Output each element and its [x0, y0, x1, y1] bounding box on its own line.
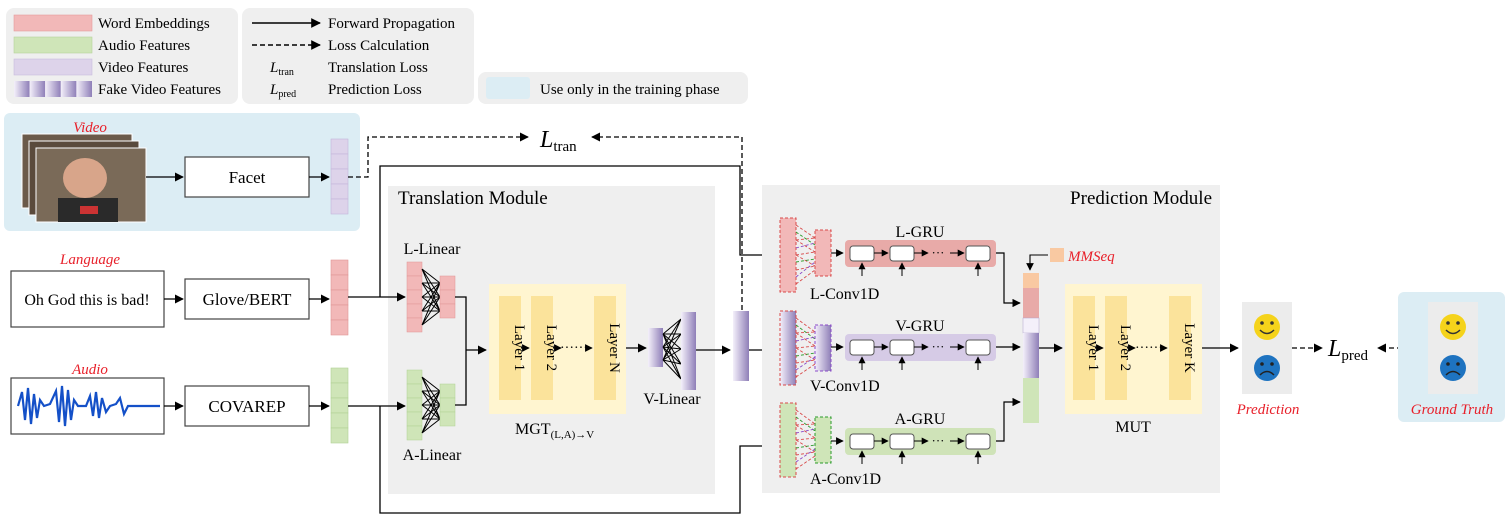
- mut-layer-k-label: Layer K: [1181, 323, 1197, 373]
- mmseq-pointer-arrow: [1026, 254, 1048, 271]
- word-feature-column: [330, 259, 349, 336]
- video-label: Video: [73, 120, 107, 136]
- legend-prediction-loss: Prediction Loss: [328, 82, 422, 98]
- l-gru-label: L-GRU: [896, 224, 945, 241]
- audio-features-swatch: [13, 36, 93, 54]
- v-gru-dots: ···: [932, 339, 945, 354]
- legend-fake-video-features: Fake Video Features: [98, 82, 221, 98]
- a-gru-label: A-GRU: [895, 411, 946, 428]
- legend-l-tran-symbol: Ltran: [269, 60, 294, 78]
- l-gru-cells: [849, 245, 991, 276]
- mgt-dots: ······: [560, 341, 588, 356]
- a-conv1d-block: [779, 402, 832, 478]
- l-conv1d-block: [779, 217, 832, 293]
- video-features-swatch: [13, 58, 93, 76]
- legend-training-only: Use only in the training phase: [540, 82, 720, 98]
- fake-video-feature-column: [733, 311, 749, 381]
- facet-label: Facet: [229, 168, 266, 187]
- loss-tran-label: Ltran: [539, 127, 577, 155]
- training-phase-swatch: [486, 77, 530, 99]
- ground-truth-sad-icon: [1440, 355, 1466, 381]
- language-text: Oh God this is bad!: [24, 292, 149, 309]
- a-gru-dots: ···: [932, 433, 945, 448]
- mgt-layer-1-block: [499, 296, 521, 400]
- a-gru-cells: [849, 433, 991, 464]
- mmseq-label: MMSeq: [1067, 249, 1115, 265]
- prediction-module-title: Prediction Module: [1070, 188, 1212, 209]
- v-gru-label: V-GRU: [895, 318, 945, 335]
- mut-label: MUT: [1115, 419, 1151, 436]
- prediction-label: Prediction: [1236, 402, 1300, 418]
- language-text-box: [10, 270, 165, 328]
- v-conv1d-block: [779, 310, 832, 386]
- audio-waveform: [16, 385, 160, 427]
- mut-layer-1-block: [1073, 296, 1095, 400]
- mut-layer-2-label: Layer 2: [1117, 325, 1133, 371]
- mut-layer-2-block: [1105, 296, 1127, 400]
- fake-video-features-swatch: [14, 81, 92, 97]
- l-gru-dots: ···: [932, 245, 945, 260]
- l-conv1d-label: L-Conv1D: [810, 286, 879, 303]
- facet-box: [184, 156, 310, 198]
- legend-loss-calculation: Loss Calculation: [328, 38, 430, 54]
- language-label: Language: [59, 252, 120, 268]
- mgt-label: MGT(L,A)→V: [515, 421, 594, 441]
- v-conv1d-label: V-Conv1D: [810, 378, 880, 395]
- smile-icon: [1254, 314, 1280, 340]
- mmseq-column: [1022, 273, 1040, 423]
- mut-layer-1-label: Layer 1: [1085, 325, 1101, 371]
- audio-bypass-arrow: [379, 406, 778, 514]
- mgt-layer-2-block: [531, 296, 553, 400]
- legend-training-panel: [478, 72, 748, 104]
- linear-merge-to-mgt-arrow: [455, 296, 486, 406]
- covarep-label: COVAREP: [208, 397, 285, 416]
- legend-video-features: Video Features: [98, 60, 188, 76]
- sad-icon: [1254, 355, 1280, 381]
- l-linear-layer: [406, 261, 456, 333]
- legend-forward-propagation: Forward Propagation: [328, 16, 456, 32]
- mut-dots: ······: [1135, 341, 1163, 356]
- translation-module-title: Translation Module: [398, 188, 548, 209]
- mmseq-swatch: [1050, 248, 1064, 262]
- v-gru-cells: [849, 339, 991, 370]
- a-linear-layer: [406, 369, 456, 441]
- mgt-layer-n-block: [594, 296, 616, 400]
- legend-features-panel: [6, 8, 238, 104]
- mgt-layer-1-label: Layer 1: [511, 325, 527, 371]
- video-feature-column: [330, 138, 349, 215]
- l-gru-to-mmseq-arrow: [996, 252, 1021, 308]
- legend-l-pred-symbol: Lpred: [269, 82, 296, 100]
- word-bypass-arrow: [379, 165, 778, 297]
- mut-layer-k-block: [1169, 296, 1191, 400]
- a-gru-to-mmseq-arrow: [996, 397, 1021, 442]
- mgt-layer-n-label: Layer N: [606, 323, 622, 373]
- legend-lines-panel: [242, 8, 474, 104]
- ground-truth-label: Ground Truth: [1411, 402, 1493, 418]
- legend: Word Embeddings Audio Features Video Fea…: [6, 8, 748, 104]
- audio-feature-column: [330, 367, 349, 444]
- legend-translation-loss: Translation Loss: [328, 60, 428, 76]
- video-to-ltran-dashed: [348, 132, 529, 178]
- covarep-box: [184, 385, 310, 427]
- a-conv1d-label: A-Conv1D: [810, 471, 881, 488]
- word-embeddings-swatch: [13, 14, 93, 32]
- video-frames: [21, 133, 147, 223]
- loss-pred-label: Lpred: [1327, 336, 1369, 364]
- mgt-layer-2-label: Layer 2: [543, 325, 559, 371]
- l-linear-label: L-Linear: [404, 241, 462, 258]
- audio-label: Audio: [71, 362, 108, 378]
- v-linear-label: V-Linear: [643, 391, 701, 408]
- ground-truth-smile-icon: [1440, 314, 1466, 340]
- legend-audio-features: Audio Features: [98, 38, 190, 54]
- glove-bert-box: [184, 278, 310, 320]
- a-linear-label: A-Linear: [403, 447, 462, 464]
- v-linear-layer: [648, 312, 696, 390]
- legend-word-embeddings: Word Embeddings: [98, 16, 210, 32]
- glove-bert-label: Glove/BERT: [203, 290, 292, 309]
- fake-to-ltran-dashed: [591, 132, 743, 318]
